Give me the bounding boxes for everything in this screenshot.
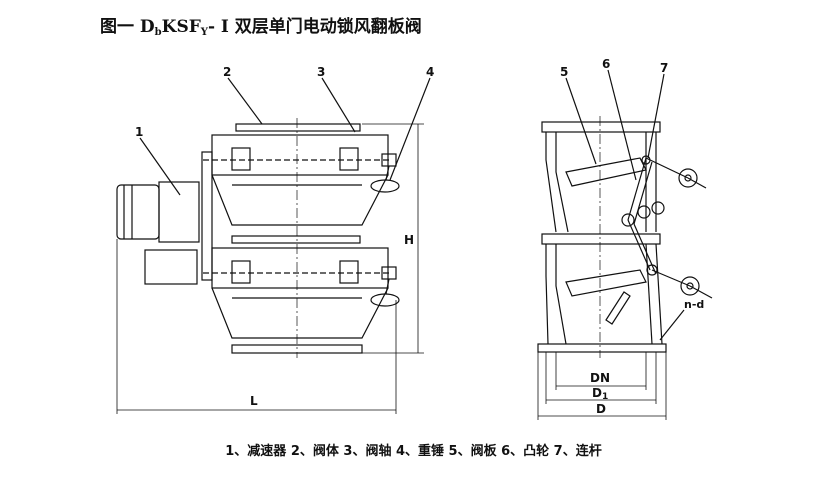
leader-6 [607, 69, 637, 181]
callout-4: 4 [426, 65, 434, 79]
upper-cam [678, 168, 698, 188]
lower-counterweight [370, 293, 400, 307]
dimension-l-label: L [250, 394, 258, 408]
dimension-dn-label: DN [590, 371, 610, 385]
callout-3: 3 [317, 65, 325, 79]
section-view [537, 69, 713, 420]
upper-right-bearing [339, 147, 359, 171]
section-middle-flange [541, 233, 661, 245]
leader-2 [227, 77, 263, 125]
leader-n-d [659, 309, 685, 341]
reducer [158, 181, 200, 243]
section-bottom-flange [537, 343, 667, 353]
drawing-title: 图一 DbKSFY- I 双层单门电动锁风翻板阀 [100, 12, 422, 38]
lower-valve-chamber [211, 247, 389, 289]
lower-left-bearing [231, 260, 251, 284]
leader-1 [139, 137, 181, 196]
upper-valve-chamber [211, 134, 389, 176]
lower-flap [565, 269, 647, 297]
lower-rod [627, 219, 651, 271]
lower-cam [680, 276, 700, 296]
callout-1: 1 [135, 125, 143, 139]
title-model: KSF [161, 17, 201, 37]
leader-5 [565, 77, 597, 165]
upper-lever [645, 157, 689, 179]
leader-3 [321, 77, 356, 133]
title-prefix: 图一 D [100, 17, 155, 37]
upper-flap [565, 157, 647, 187]
dimension-h-label: H [404, 233, 414, 247]
section-top-flange [541, 121, 661, 133]
callout-5: 5 [560, 65, 568, 79]
leader-7 [647, 73, 665, 159]
upper-left-bearing [231, 147, 251, 171]
reducer-base [144, 249, 198, 285]
title-subscript-y: Y [200, 27, 208, 38]
title-suffix: - I 双层单门电动锁风翻板阀 [207, 17, 422, 37]
parts-legend: 1、减速器 2、阀体 3、阀轴 4、重锤 5、阀板 6、凸轮 7、连杆 [225, 444, 602, 459]
holes-label: n-d [684, 298, 704, 311]
title-subscript-b: b [154, 27, 162, 38]
section-left-wall-upper [555, 132, 569, 233]
connecting-rod [627, 157, 647, 221]
top-flange [235, 123, 361, 132]
lower-cone [211, 287, 389, 339]
lower-right-bearing [339, 260, 359, 284]
leader-4 [389, 77, 431, 181]
callout-7: 7 [660, 61, 668, 75]
motor [116, 184, 160, 240]
upper-counterweight [370, 179, 400, 193]
front-view [116, 77, 431, 414]
dimension-d-label: D [596, 402, 606, 416]
callout-6: 6 [602, 57, 610, 71]
upper-cone [211, 174, 389, 226]
callout-2: 2 [223, 65, 231, 79]
drive-chain-guard [201, 151, 213, 281]
dimension-d1-label: D1 [592, 386, 608, 402]
section-left-wall-lower [555, 244, 567, 345]
middle-flange [231, 235, 361, 244]
